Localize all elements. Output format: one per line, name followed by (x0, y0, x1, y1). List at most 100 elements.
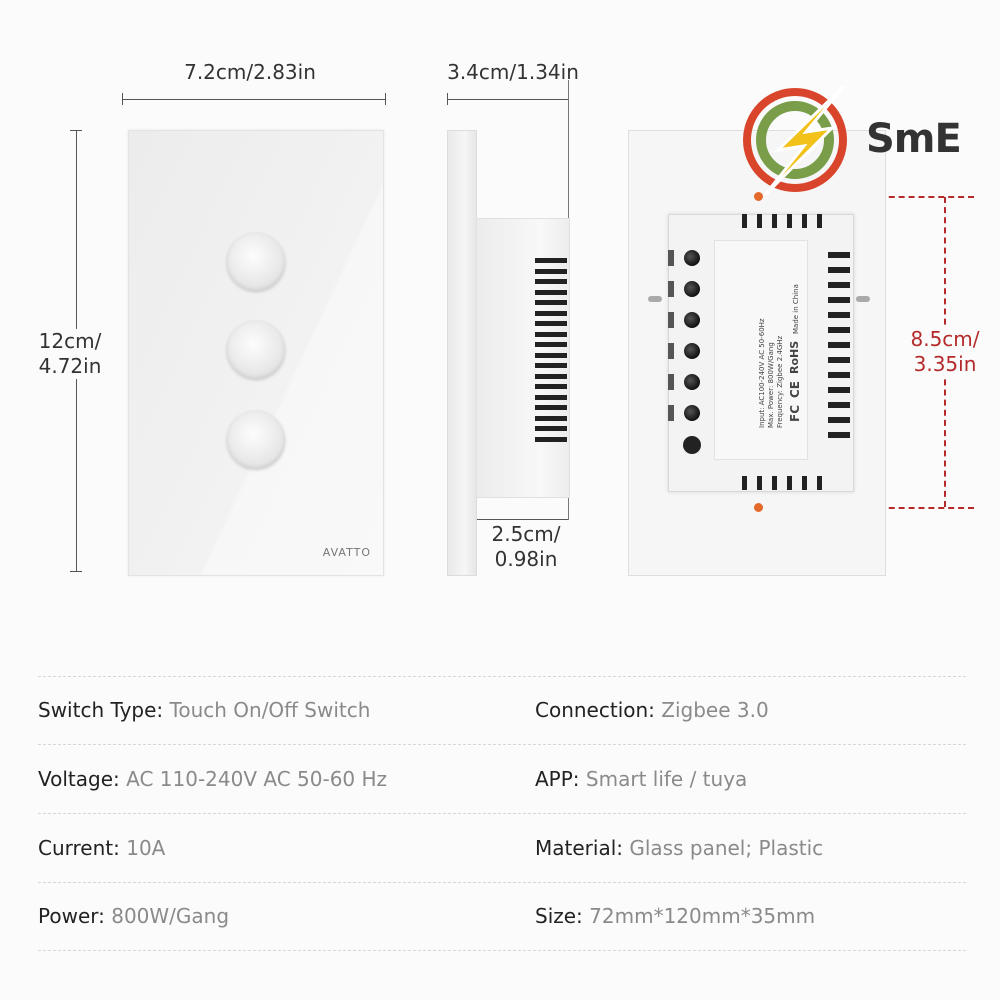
front-width-tick-right (385, 93, 386, 105)
cert-ce-icon: CE (788, 380, 802, 398)
side-fin (535, 373, 567, 379)
module-bottom-fin (772, 476, 777, 490)
divider-4 (38, 882, 966, 883)
logo-inner-ring (756, 101, 834, 179)
module-height-label-line1: 8.5cm/ (910, 327, 980, 351)
spec-label: Voltage: (38, 767, 120, 791)
side-glass-panel (447, 130, 477, 576)
height-tick-top (70, 130, 82, 131)
spec-label: APP: (535, 767, 580, 791)
spec-value: Zigbee 3.0 (661, 698, 769, 722)
logo-bolt (762, 84, 846, 196)
cert-rohs-icon: RoHS (788, 340, 801, 374)
side-depth-tick-left (447, 93, 448, 105)
side-body (476, 218, 570, 498)
indicator-led-top (754, 192, 763, 201)
body-depth-label-line2: 0.98in (494, 547, 558, 571)
side-fin (535, 310, 567, 316)
terminal-screw (684, 343, 700, 359)
front-panel: AVATTO (128, 130, 384, 576)
spec-material: Material: Glass panel; Plastic (535, 836, 823, 860)
spec-label: Size: (535, 904, 583, 928)
terminal-housing (668, 312, 674, 328)
terminal-screw (684, 250, 700, 266)
side-fin (535, 415, 567, 421)
module-fin (828, 357, 850, 363)
terminal-housing (668, 250, 674, 266)
module-bottom-fin (802, 476, 807, 490)
spec-value: Smart life / tuya (585, 767, 748, 791)
module-fin (828, 327, 850, 333)
spec-current: Current: 10A (38, 836, 165, 860)
spec-value: Glass panel; Plastic (629, 836, 824, 860)
spec-value: 72mm*120mm*35mm (589, 904, 816, 928)
module-fin (828, 402, 850, 408)
spec-label: Connection: (535, 698, 655, 722)
module-fin (828, 372, 850, 378)
module-fin (828, 282, 850, 288)
touch-button-middle[interactable] (227, 321, 285, 379)
module-top-fin (757, 214, 762, 228)
height-label: 12cm/ 4.72in (30, 329, 110, 379)
body-depth-baseline (476, 519, 568, 520)
module-height-label: 8.5cm/ 3.35in (900, 327, 990, 377)
side-fin (535, 279, 567, 284)
side-fin (535, 352, 567, 358)
indicator-led-bottom (754, 503, 763, 512)
front-width-line (122, 99, 386, 100)
body-depth-label-line1: 2.5cm/ (491, 522, 561, 546)
module-top-fin (802, 214, 807, 228)
mount-slot-left (648, 296, 662, 302)
spec-voltage: Voltage: AC 110-240V AC 50-60 Hz (38, 767, 387, 791)
module-top-fin (772, 214, 777, 228)
spec-sticker (714, 240, 808, 460)
side-fin (535, 405, 567, 410)
spec-app: APP: Smart life / tuya (535, 767, 747, 791)
module-fin (828, 297, 850, 303)
side-fin (535, 342, 567, 347)
spec-power: Power: 800W/Gang (38, 904, 229, 928)
spec-label: Material: (535, 836, 623, 860)
spec-size: Size: 72mm*120mm*35mm (535, 904, 815, 928)
logo-text: SmE (866, 116, 962, 162)
touch-button-bottom[interactable] (227, 411, 285, 469)
touch-button-top[interactable] (227, 233, 285, 291)
terminal-screw (684, 281, 700, 297)
divider-3 (38, 813, 966, 814)
side-fin (535, 363, 567, 368)
module-height-label-line2: 3.35in (913, 352, 977, 376)
body-depth-label: 2.5cm/ 0.98in (478, 522, 574, 572)
divider-2 (38, 744, 966, 745)
side-fin (535, 289, 567, 295)
spec-value: Touch On/Off Switch (169, 698, 371, 722)
module-top-fin (817, 214, 822, 228)
terminal-housing (668, 405, 674, 421)
terminal-housing (668, 343, 674, 359)
terminal-screw (684, 374, 700, 390)
sticker-made-in: Made in China (792, 284, 800, 334)
height-label-line1: 12cm/ (38, 329, 102, 353)
pairing-button[interactable] (683, 436, 701, 454)
terminal-housing (668, 281, 674, 297)
spec-label: Switch Type: (38, 698, 164, 722)
module-fin (828, 267, 850, 273)
terminal-screw (684, 405, 700, 421)
brand-label: AVATTO (322, 546, 371, 559)
mount-slot-right (856, 296, 870, 302)
side-fin (535, 321, 567, 326)
side-depth-label: 3.4cm/1.34in (447, 60, 579, 84)
module-bottom-fin (757, 476, 762, 490)
module-fin (828, 387, 850, 393)
front-width-label: 7.2cm/2.83in (184, 60, 316, 84)
side-fin (535, 426, 567, 431)
height-label-line2: 4.72in (38, 354, 102, 378)
spec-switch-type: Switch Type: Touch On/Off Switch (38, 698, 370, 722)
module-fin (828, 252, 850, 258)
side-fin (535, 300, 567, 305)
cert-fc-icon: FC (788, 404, 802, 422)
module-top-fin (787, 214, 792, 228)
sticker-line-1: Input: AC100-240V AC 50-60Hz (758, 318, 766, 428)
side-fin (535, 258, 567, 263)
front-width-tick-left (122, 93, 123, 105)
terminal-screw (684, 312, 700, 328)
